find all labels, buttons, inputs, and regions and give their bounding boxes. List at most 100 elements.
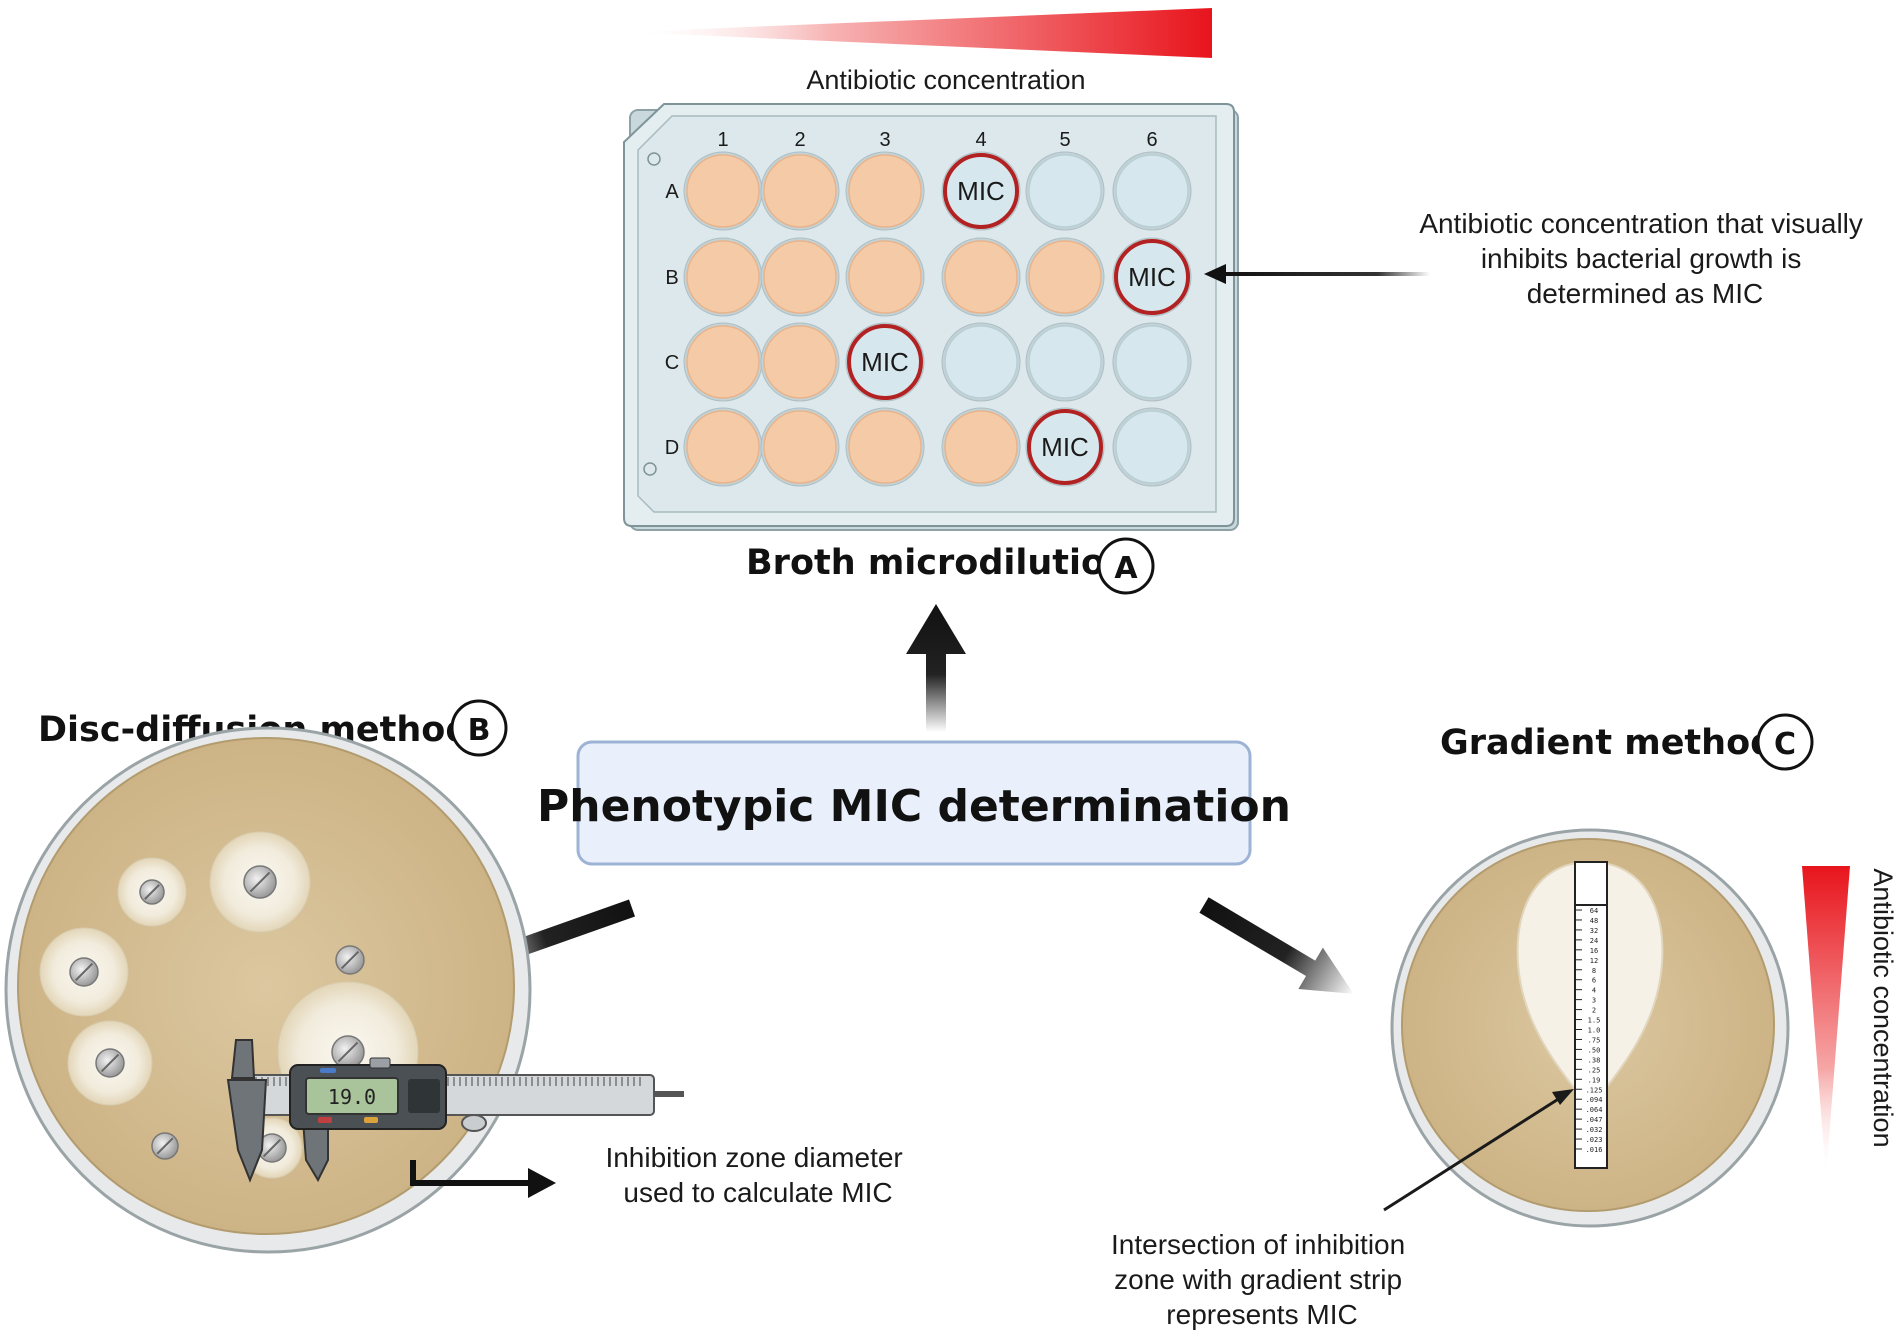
well-A1-growth: [683, 151, 763, 231]
plate-corner-marker: [643, 462, 657, 476]
well-D5-mic: MIC: [1025, 407, 1105, 487]
well-A5-clear: [1025, 151, 1105, 231]
strip-scale-value: .75: [1588, 1036, 1601, 1044]
mic-well-label: MIC: [957, 176, 1005, 206]
antibiotic-disc: [39, 927, 129, 1017]
well-B2-growth: [760, 237, 840, 317]
well-D6-clear: [1112, 407, 1192, 487]
strip-scale-value: .25: [1588, 1066, 1601, 1074]
well-B4-growth: [941, 237, 1021, 317]
well-D1-growth: [683, 407, 763, 487]
concentration-gradient-wedge-side: [1802, 866, 1850, 1178]
svg-text:B: B: [468, 713, 491, 748]
strip-scale-value: .016: [1586, 1146, 1603, 1154]
plate-row-label: D: [665, 437, 679, 459]
well-D2-growth: [760, 407, 840, 487]
panel-a-annotation: Antibiotic concentration that visually i…: [1419, 208, 1870, 309]
antibiotic-disc: [117, 857, 187, 927]
well-B5-growth: [1025, 237, 1105, 317]
strip-scale-value: 4: [1592, 987, 1596, 995]
mic-annotation-pointer-line: [1220, 272, 1430, 276]
strip-scale-value: 24: [1590, 937, 1598, 945]
strip-scale-value: 6: [1592, 977, 1596, 985]
panel-c-annotation: Intersection of inhibition zone with gra…: [1111, 1229, 1413, 1330]
gradient-strip-scale: 644832241612864321.51.0.75.50.38.25.19.1…: [1575, 907, 1602, 1154]
plate-column-label: 6: [1146, 129, 1157, 151]
strip-scale-value: 1.0: [1588, 1027, 1601, 1035]
plate-wells: MIC MIC MIC MIC: [683, 151, 1192, 487]
arrow-to-panel-a: [906, 604, 966, 732]
strip-scale-value: 64: [1590, 907, 1598, 915]
panel-a-badge: A: [1097, 537, 1155, 595]
panel-a-title: Broth microdilution: [746, 543, 1130, 583]
petri-dish-gradient: 644832241612864321.51.0.75.50.38.25.19.1…: [1390, 828, 1790, 1228]
concentration-gradient-wedge-top: [625, 8, 1212, 58]
strip-scale-value: .38: [1588, 1056, 1601, 1064]
well-C6-clear: [1112, 322, 1192, 402]
strip-scale-value: .19: [1588, 1076, 1601, 1084]
side-gradient-label: Antibiotic concentration: [1868, 868, 1898, 1147]
strip-scale-value: 16: [1590, 947, 1598, 955]
strip-scale-value: 1.5: [1588, 1017, 1601, 1025]
petri-dish-disc-diffusion: [4, 726, 532, 1254]
caliper-display-reading: 19.0: [328, 1085, 376, 1109]
antibiotic-disc: [67, 1020, 153, 1106]
center-title: Phenotypic MIC determination: [537, 781, 1291, 832]
antibiotic-disc: [335, 945, 365, 975]
well-D4-growth: [941, 407, 1021, 487]
panel-b-badge: B: [450, 699, 508, 757]
antibiotic-disc: [151, 1132, 179, 1160]
panel-b-annotation: Inhibition zone diameter used to calcula…: [605, 1142, 910, 1208]
well-A6-clear: [1112, 151, 1192, 231]
mic-well-label: MIC: [1041, 432, 1089, 462]
strip-scale-value: .50: [1588, 1046, 1601, 1054]
svg-text:A: A: [1114, 551, 1138, 586]
antibiotic-disc: [209, 831, 311, 933]
strip-scale-value: 2: [1592, 1007, 1596, 1015]
plate-column-label: 5: [1059, 129, 1070, 151]
plate-column-label: 3: [879, 129, 890, 151]
strip-scale-value: 32: [1590, 927, 1598, 935]
plate-corner-marker: [647, 152, 661, 166]
well-A4-mic: MIC: [941, 151, 1021, 231]
well-C2-growth: [760, 322, 840, 402]
well-C1-growth: [683, 322, 763, 402]
strip-scale-value: .094: [1586, 1096, 1603, 1104]
svg-text:C: C: [1774, 727, 1796, 762]
mic-well-label: MIC: [1128, 262, 1176, 292]
plate-column-label: 1: [717, 129, 728, 151]
strip-scale-value: 8: [1592, 967, 1596, 975]
panel-c-title: Gradient method: [1440, 723, 1775, 763]
panel-b: Disc-diffusion method B 19.0: [4, 699, 910, 1254]
well-C3-mic: MIC: [845, 322, 925, 402]
mic-intersection-pointer: [1383, 1096, 1561, 1212]
well-B1-growth: [683, 237, 763, 317]
strip-scale-value: .023: [1586, 1136, 1603, 1144]
strip-scale-value: 12: [1590, 957, 1598, 965]
well-B6-mic: MIC: [1112, 237, 1192, 317]
well-C4-clear: [941, 322, 1021, 402]
well-B3-growth: [845, 237, 925, 317]
panel-c-badge: C: [1756, 713, 1814, 771]
strip-scale-value: 48: [1590, 917, 1598, 925]
strip-scale-value: .064: [1586, 1106, 1603, 1114]
well-C5-clear: [1025, 322, 1105, 402]
center-title-box: [576, 740, 1252, 866]
caliper-icon: 19.0: [226, 1039, 684, 1183]
well-A2-growth: [760, 151, 840, 231]
panel-c: Gradient method C 644832241612864321.51.…: [1111, 713, 1898, 1330]
arrow-to-panel-c: [1199, 897, 1354, 994]
well-D3-growth: [845, 407, 925, 487]
center-node: Phenotypic MIC determination: [473, 604, 1354, 994]
gradient-strip: [1574, 861, 1608, 1169]
gradient-label-top: Antibiotic concentration: [806, 65, 1085, 95]
strip-scale-value: 3: [1592, 997, 1596, 1005]
plate-column-label: 2: [794, 129, 805, 151]
plate-row-label: A: [665, 181, 679, 203]
mic-well-label: MIC: [861, 347, 909, 377]
